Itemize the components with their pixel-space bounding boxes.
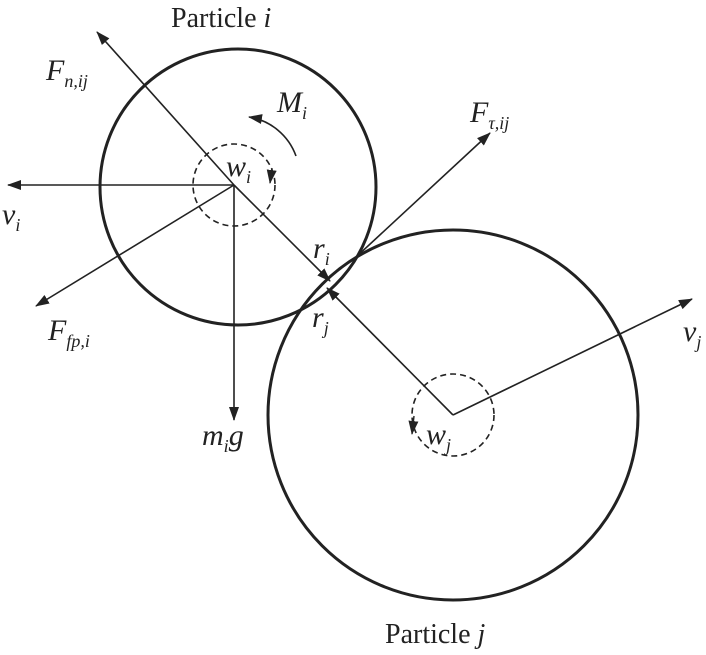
- particle-i-title: Particle i: [171, 3, 271, 34]
- angular-velocity-i-label: wi: [226, 150, 251, 187]
- moment-label: Mi: [276, 86, 307, 123]
- fluid-force-label: Ffp,i: [47, 314, 90, 351]
- radius-j-label: rj: [312, 301, 329, 338]
- rotation-j-arrow: [408, 415, 419, 435]
- tangential-force-label: Fτ,ij: [469, 96, 509, 133]
- particle-j-title: Particle j: [385, 619, 486, 650]
- radius-i-arrow: [233, 184, 331, 282]
- velocity-i-label: vi: [2, 198, 20, 235]
- rotation-i-arrow: [266, 167, 277, 184]
- angular-velocity-j-label: wj: [426, 418, 451, 455]
- normal-force-label: Fn,ij: [45, 54, 88, 91]
- moment-arrow: [248, 114, 297, 157]
- tangential-force-arrow: [354, 132, 491, 259]
- normal-force-arrow: [96, 31, 235, 186]
- radius-j-arrow: [326, 287, 454, 416]
- particle-i-circle: [98, 47, 378, 327]
- radius-i-label: ri: [313, 232, 330, 269]
- particle-j-circle: [266, 228, 640, 602]
- fluid-force-arrow: [35, 184, 235, 307]
- gravity-label: mig: [202, 419, 244, 456]
- particle-j-rotation-circle: [411, 373, 495, 457]
- velocity-j-label: vj: [683, 315, 701, 352]
- velocity-j-arrow: [452, 298, 693, 416]
